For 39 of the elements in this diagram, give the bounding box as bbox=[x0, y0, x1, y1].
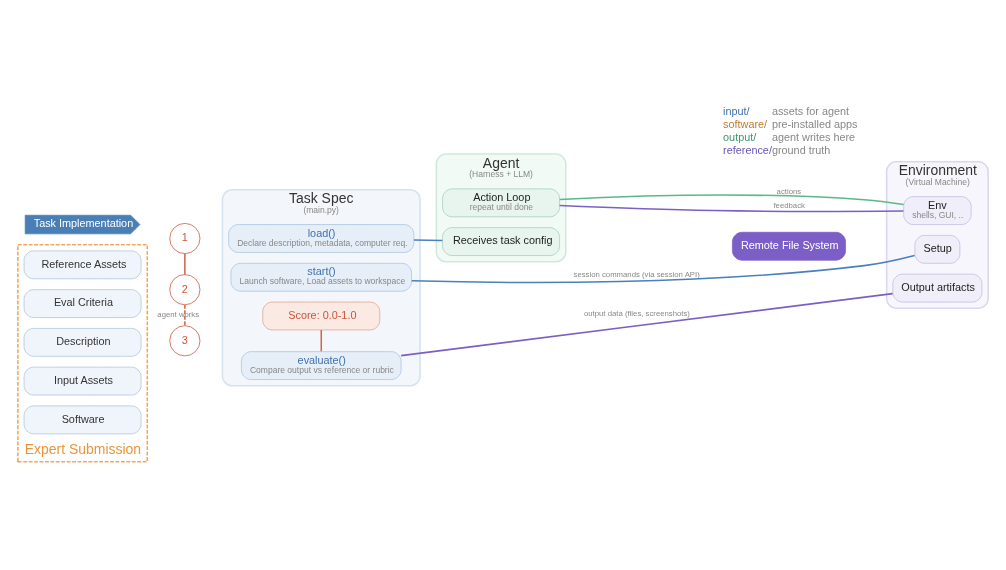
label: pre-installed apps bbox=[771, 117, 858, 130]
label: reference/ bbox=[723, 144, 772, 157]
node-box: Env shells, GUI, .. bbox=[903, 196, 972, 225]
edge-label: output data (files, screenshots) bbox=[583, 309, 690, 318]
edge-label: actions bbox=[776, 186, 802, 196]
label: ground truth bbox=[771, 144, 831, 157]
node-box: Reference Assets bbox=[23, 250, 142, 280]
node-circle: 1 bbox=[169, 223, 201, 254]
node-box: Score: 0.0-1.0 bbox=[262, 301, 381, 331]
node-box: Output artifacts bbox=[892, 273, 983, 303]
node-box: evaluate() Compare output vs reference or rubric bbox=[241, 351, 402, 380]
node-box: Action Loop repeat until done bbox=[442, 188, 560, 218]
node-box: Receives task config bbox=[442, 227, 560, 256]
node-circle: 2 bbox=[169, 274, 201, 306]
connector bbox=[320, 329, 323, 353]
label: output/ bbox=[723, 131, 757, 144]
node-circle: 3 bbox=[169, 325, 201, 357]
connector bbox=[410, 254, 916, 284]
connector bbox=[558, 204, 905, 213]
edge-label: agent works bbox=[157, 310, 200, 320]
label: input/ bbox=[723, 104, 750, 117]
connector bbox=[400, 292, 894, 357]
connector bbox=[558, 194, 905, 206]
node-box: load() Declare description, metadata, computer req. bbox=[228, 224, 415, 253]
edge-label: feedback bbox=[773, 201, 805, 211]
edge-label: session commands (via session API) bbox=[573, 270, 700, 280]
connector bbox=[413, 239, 444, 242]
node-box: Description bbox=[23, 328, 142, 357]
connector bbox=[184, 304, 186, 327]
node-box: Software bbox=[23, 405, 142, 435]
node-box: Setup bbox=[914, 235, 961, 264]
node-box: Eval Criteria bbox=[23, 289, 142, 318]
label: agent writes here bbox=[771, 131, 856, 144]
node-box: start() Launch software, Load assets to workspace bbox=[230, 262, 412, 292]
label: software/ bbox=[723, 117, 768, 130]
node-box: Input Assets bbox=[23, 366, 142, 396]
node-box: Remote File System bbox=[732, 231, 846, 261]
label: assets for agent bbox=[771, 104, 850, 117]
connector bbox=[184, 252, 186, 276]
